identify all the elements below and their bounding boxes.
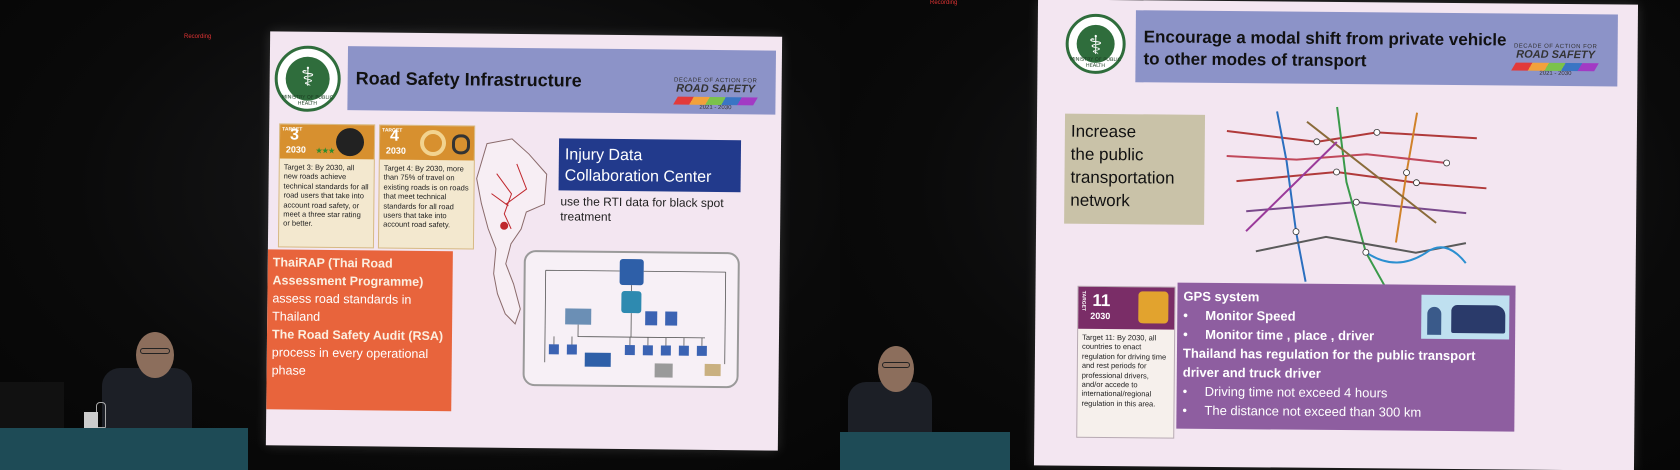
bullet-icon: • [1182,383,1188,399]
injury-data-header: Injury Data Collaboration Center [558,138,742,193]
road-safety-slide: MINISTRY OF PUBLIC HEALTH Road Safety In… [265,31,783,451]
injury-caption: use the RTI data for black spot treatmen… [560,194,724,224]
speaker-head [136,332,174,378]
network-line4: network [1070,190,1130,211]
gps-bullet-hours: Driving time not exceed 4 hours [1204,383,1388,401]
network-line2: the public [1070,144,1144,165]
slide-title-line1: Encourage a modal shift from private veh… [1143,27,1507,50]
network-line3: transportation [1070,167,1175,188]
injury-title-line1: Injury Data [564,146,643,165]
driver-icon [1427,306,1442,335]
rsa-body: process in every operational phase [271,345,429,378]
slide-title: Road Safety Infrastructure [355,68,582,91]
thairap-box: ThaiRAP (Thai Road Assessment Programme)… [266,249,453,412]
gps-bullet-speed: Monitor Speed [1205,307,1296,324]
rsa-heading: The Road Safety Audit (RSA) [271,327,444,344]
bullet-icon: • [1182,402,1188,418]
title-bar: Road Safety Infrastructure DECADE OF ACT… [347,46,777,115]
decade-logo: DECADE OF ACTION FOR ROAD SAFETY 2021 - … [673,77,758,112]
target-11-badge: TARGET 11 2030 [1078,286,1175,330]
thairap-heading: ThaiRAP (Thai Road Assessment Programme) [272,255,424,289]
recording-tag: Recording [930,0,958,6]
laptop [0,382,64,432]
target-11-text: Target 11: By 2030, all countries to ena… [1081,332,1167,409]
bullet-icon: • [1183,307,1188,323]
thairap-body: assess road standards in Thailand [272,291,412,324]
stars-icon: ★★★ [315,147,335,156]
target-4-badge: TARGET 4 2030 [379,125,475,161]
glasses [140,348,170,354]
decade-stripes [673,96,758,106]
target-3-text: Target 3: By 2030, all new roads achieve… [283,162,369,229]
target-11-card: TARGET 11 2030 Target 11: By 2030, all c… [1076,285,1176,439]
desk [0,428,248,470]
decade-logo: DECADE OF ACTION FOR ROAD SAFETY 2021 - … [1503,43,1607,77]
desk [840,432,1010,470]
bus-driver-illustration [1421,294,1510,340]
roundabout-icon [335,128,365,157]
bullet-icon: • [1183,326,1188,342]
ministry-seal: MINISTRY OF PUBLIC HEALTH [274,45,342,113]
glasses [882,362,910,368]
bus-icon [1451,305,1506,334]
cup [84,412,98,428]
gauge-icon [419,129,447,157]
target-3-badge: TARGET 3 2030 ★★★ [279,124,375,160]
recording-tag: Recording [184,34,212,40]
speaker-head [878,346,914,392]
speaker-body [102,368,192,438]
gps-regulation: Thailand has regulation for the public t… [1182,345,1476,381]
right-photo-panel: Recording MINISTRY OF PUBLIC HEALTH Enco… [840,0,1680,470]
bus-clock-icon [1138,291,1169,324]
data-flow-diagram [522,249,740,389]
modal-shift-slide: MINISTRY OF PUBLIC HEALTH Encourage a mo… [1033,0,1639,470]
left-photo-panel: Recording MINISTRY OF PUBLIC HEALTH Road… [0,0,840,470]
target-3-card: TARGET 3 2030 ★★★ Target 3: By 2030, all… [277,123,376,249]
gps-bullet-time: Monitor time , place , driver [1205,326,1375,344]
title-bar: Encourage a modal shift from private veh… [1135,10,1618,87]
target-4-text: Target 4: By 2030, more than 75% of trav… [383,163,469,230]
ministry-seal: MINISTRY OF PUBLIC HEALTH [1065,13,1126,75]
gps-box: GPS system •Monitor Speed •Monitor time … [1176,282,1516,432]
thailand-map [476,138,548,325]
slide-title-line2: to other modes of transport [1143,49,1367,71]
gps-bullet-distance: The distance not exceed than 300 km [1204,402,1422,420]
network-box: Increase the public transportation netwo… [1064,113,1206,225]
injury-title-line2: Collaboration Center [564,167,712,186]
decade-stripes [1511,62,1600,72]
network-line1: Increase [1070,121,1137,142]
transit-map [1226,106,1487,288]
target-4-card: TARGET 4 2030 Target 4: By 2030, more th… [377,124,476,250]
